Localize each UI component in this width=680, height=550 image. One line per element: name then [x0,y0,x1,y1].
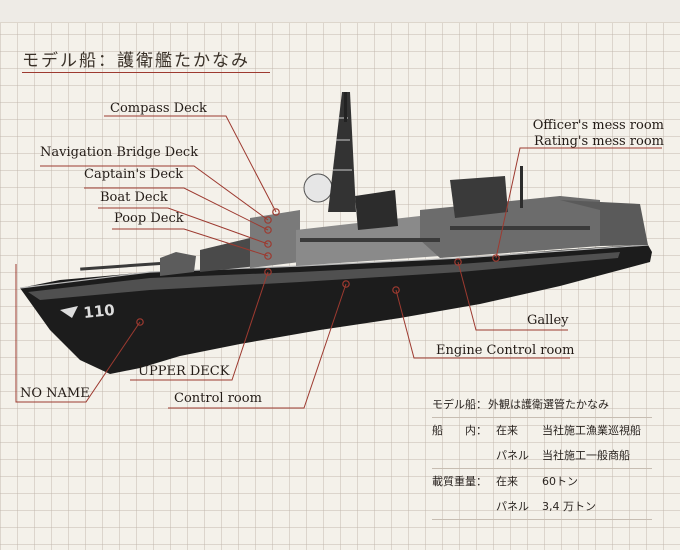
leader-upper-deck [130,271,269,381]
deck-edge [19,244,649,289]
window-strip-aft [450,226,590,230]
mast-top [344,92,347,122]
marker-captains-deck [264,226,272,234]
spec-row-model: モデル船： 外観は護衛選管たかなみ [432,392,652,418]
spec-weight-2-value: 3,4 万トン [542,500,596,513]
marker-engine-control-room [392,286,400,294]
leader-compass-deck [104,115,277,213]
spec-interior-2-value: 当社施工一般商船 [542,449,630,462]
callout-captains-deck: Captain's Deck [84,167,184,182]
aft-mast [520,166,523,208]
spec-row-weight-2: パネル 3,4 万トン [432,494,652,520]
leader-no-name [15,264,141,403]
callout-control-room: Control room [174,391,262,406]
page-title: モデル船：護衛艦たかなみ [22,51,250,71]
bridge-block [250,210,300,268]
spec-row-interior-1: 船 内： 在来 当社施工漁業巡視船 [432,418,652,443]
hull-number: 110 [83,301,116,322]
marker-control-room [342,280,350,288]
callout-engine-control-room: Engine Control room [436,343,575,358]
callout-ratings-mess-room: Rating's mess room [534,134,664,149]
spec-interior-2-type: パネル [496,449,529,462]
marker-compass-deck [272,208,280,216]
callout-boat-deck: Boat Deck [100,190,168,205]
spec-weight-2-type: パネル [496,500,529,513]
leader-galley [457,261,568,331]
leader-poop-deck [112,228,269,257]
callout-poop-deck: Poop Deck [114,211,184,226]
spec-table: モデル船： 外観は護衛選管たかなみ 船 内： 在来 当社施工漁業巡視船 パネル … [432,392,652,520]
spec-row-interior-2: パネル 当社施工一般商船 [432,443,652,469]
window-strip [300,238,440,242]
title-underline [22,72,270,73]
spec-model-value: 外観は護衛選管たかなみ [488,398,609,411]
callout-officers-mess-room: Officer's mess room [532,118,664,133]
callout-galley: Galley [527,313,569,328]
spec-interior-key: 船 内： [432,424,487,437]
leader-markers [136,208,500,326]
spec-interior-1-type: 在来 [496,424,518,437]
callout-no-name: NO NAME [20,386,90,401]
forward-block [200,238,258,272]
marker-ratings-mess-room [492,254,500,262]
forward-funnel [355,190,398,230]
leader-navigation-bridge-deck [40,165,269,221]
spec-weight-key: 載質重量： [432,475,487,488]
leader-lines [15,115,662,409]
gun-barrel [80,262,161,271]
callout-compass-deck: Compass Deck [110,101,207,116]
marker-no-name [136,318,144,326]
spec-interior-1-value: 当社施工漁業巡視船 [542,424,641,437]
spec-weight-1-type: 在来 [496,475,518,488]
leader-boat-deck [98,207,269,245]
marker-navigation-bridge-deck [264,216,272,224]
helo-hangar [560,200,648,246]
marker-galley [454,258,462,266]
main-mast [328,92,356,212]
callout-upper-deck: UPPER DECK [138,364,230,379]
leader-ratings-mess-room [495,147,662,259]
marker-boat-deck [264,240,272,248]
marker-upper-deck [264,268,272,276]
forward-gun [160,252,196,276]
callout-navigation-bridge-deck: Navigation Bridge Deck [40,145,199,160]
spec-row-weight-1: 載質重量： 在来 60トン [432,469,652,494]
radar-dome [303,173,333,203]
leader-captains-deck [84,187,269,231]
leader-engine-control-room [395,289,570,359]
ship-illustration: 110 [19,92,652,374]
aft-funnel [450,176,508,218]
spec-weight-1-value: 60トン [542,475,578,488]
marker-poop-deck [264,252,272,260]
hull-waterline [28,252,620,300]
leader-control-room [168,283,347,409]
top-strip [0,0,680,23]
bow-anchor [60,306,78,318]
spec-model-key: モデル船： [432,398,487,411]
